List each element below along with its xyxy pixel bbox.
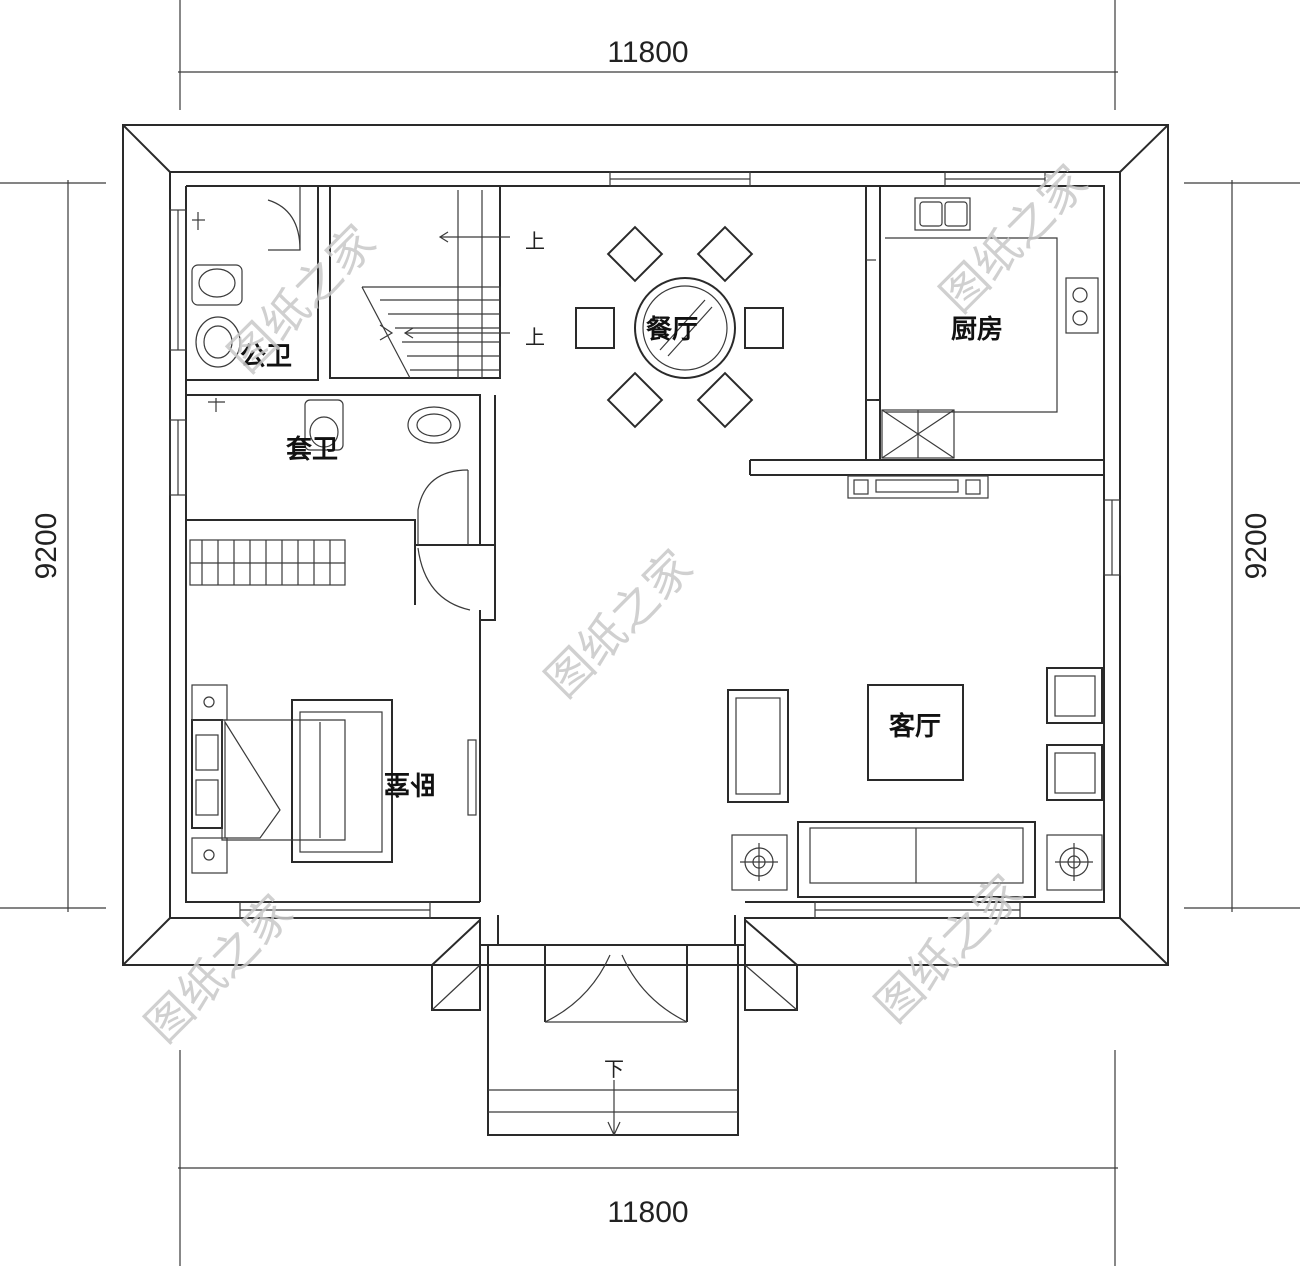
room-label-public-bathroom: 公卫 [240, 342, 292, 372]
entry-door [497, 915, 736, 1023]
stair-up-label-1: 上 [525, 229, 545, 253]
staircase: 上 上 [361, 190, 545, 379]
ensuite-bathroom-fixtures: 套卫 [208, 398, 461, 465]
interior-walls [186, 186, 1104, 902]
roof-eave [122, 124, 1169, 966]
room-label-ensuite-bathroom: 套卫 [286, 435, 338, 465]
room-label-dining: 餐厅 [646, 315, 698, 345]
dim-left-label: 9200 [30, 513, 63, 580]
room-label-kitchen: 厨房 [951, 315, 1003, 345]
living-room-furniture: 客厅 [727, 667, 1103, 898]
porch-down-label: 下 [604, 1057, 624, 1081]
room-label-bedroom: 卧室 [384, 768, 436, 799]
dim-top-label: 11800 [607, 36, 688, 69]
dimension-left: 9200 [0, 180, 106, 912]
bedroom-furniture: 卧室 [189, 539, 477, 874]
dimension-right: 9200 [1184, 180, 1300, 912]
windows [169, 171, 1121, 919]
dimension-bottom: 11800 [178, 1050, 1118, 1266]
room-label-living: 客厅 [889, 711, 941, 742]
doors [267, 199, 876, 611]
dim-bottom-label: 11800 [607, 1196, 688, 1229]
dining-table: 餐厅 [575, 225, 784, 429]
dimension-top: 11800 [178, 0, 1118, 110]
porch: 下 [431, 917, 798, 1137]
public-bathroom-fixtures: 公卫 [191, 212, 292, 372]
tv-cabinet [847, 475, 989, 499]
stair-up-label-2: 上 [525, 325, 545, 349]
kitchen-fixtures: 厨房 [881, 197, 1099, 459]
dim-right-label: 9200 [1240, 513, 1273, 580]
